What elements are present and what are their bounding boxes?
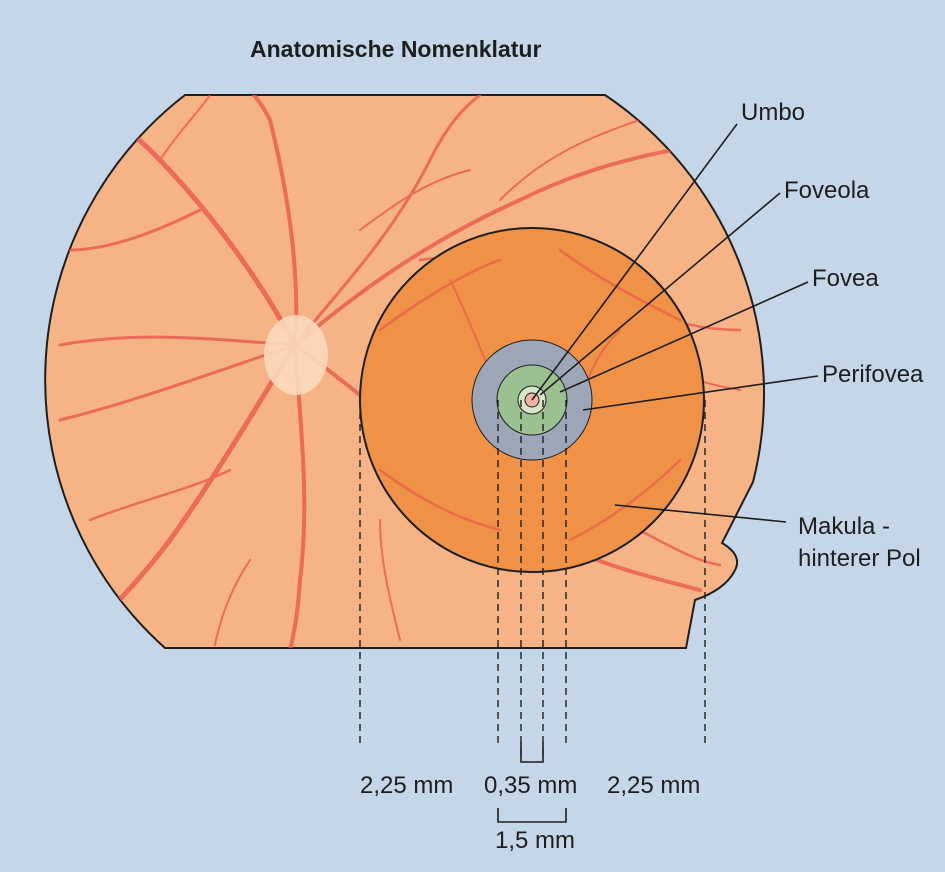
label-makula: Makula - (798, 514, 890, 540)
measure-left: 2,25 mm (360, 773, 453, 799)
label-umbo: Umbo (741, 100, 805, 126)
diagram-title: Anatomische Nomenklatur (250, 36, 541, 63)
label-perifovea: Perifovea (822, 362, 923, 388)
label-fovea: Fovea (812, 266, 879, 292)
label-hinterer-pol: hinterer Pol (798, 546, 921, 572)
measure-center: 0,35 mm (484, 773, 577, 799)
label-foveola: Foveola (784, 178, 869, 204)
measure-bottom: 1,5 mm (495, 828, 575, 854)
optic-disc (264, 315, 328, 395)
measure-right: 2,25 mm (607, 773, 700, 799)
